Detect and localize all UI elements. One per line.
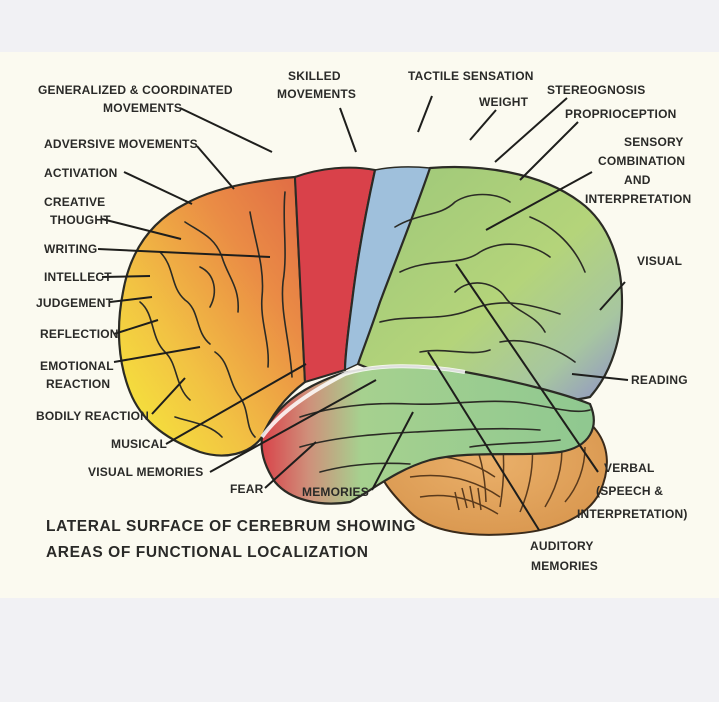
caption-line1: LATERAL SURFACE OF CEREBRUM SHOWING [46,518,416,535]
label-generalized-line2: MOVEMENTS [103,101,182,115]
label-reading: READING [631,373,688,387]
label-fear: FEAR [230,482,264,496]
diagram-card: GENERALIZED & COORDINATED MOVEMENTS SKIL… [0,52,719,598]
label-auditory-line1: AUDITORY [530,539,594,553]
label-visual: VISUAL [637,254,682,268]
label-intellect: INTELLECT [44,270,112,284]
caption-line2: AREAS OF FUNCTIONAL LOCALIZATION [46,544,369,561]
label-weight: WEIGHT [479,95,529,109]
label-generalized-line1: GENERALIZED & COORDINATED [38,83,233,97]
label-reflection: REFLECTION [40,327,119,341]
label-judgement: JUDGEMENT [36,296,114,310]
label-sensory-line3: AND [624,173,651,187]
label-emotional-line1: EMOTIONAL [40,359,114,373]
frontal-lobe [117,175,307,457]
brain-gyri [139,191,591,473]
label-skilled-line2: MOVEMENTS [277,87,356,101]
label-creative-line2: THOUGHT [50,213,111,227]
label-verbal-line1: VERBAL [604,461,655,475]
label-memories: MEMORIES [302,485,369,499]
label-tactile-sensation: TACTILE SENSATION [408,69,534,83]
label-musical: MUSICAL [111,437,167,451]
lateral-fissure [260,364,466,439]
label-verbal-line2: (SPEECH & [596,484,663,498]
label-creative-line1: CREATIVE [44,195,105,209]
label-sensory-line4: INTERPRETATION [585,192,691,206]
label-activation: ACTIVATION [44,166,118,180]
label-visual-memories: VISUAL MEMORIES [88,465,203,479]
area-labels: GENERALIZED & COORDINATED MOVEMENTS SKIL… [36,69,691,573]
leader-lines [97,95,629,531]
label-writing: WRITING [44,242,97,256]
label-bodily-reaction: BODILY REACTION [36,409,149,423]
label-auditory-line2: MEMORIES [531,559,598,573]
label-proprioception: PROPRIOCEPTION [565,107,676,121]
brain-illustration [117,165,624,536]
label-stereognosis: STEREOGNOSIS [547,83,645,97]
label-emotional-line2: REACTION [46,377,110,391]
central-sulcus [343,169,377,371]
label-skilled-line1: SKILLED [288,69,341,83]
label-verbal-line3: INTERPRETATION) [577,507,688,521]
diagram-caption: LATERAL SURFACE OF CEREBRUM SHOWING AREA… [46,518,416,561]
label-sensory-line2: COMBINATION [598,154,685,168]
label-adversive-movements: ADVERSIVE MOVEMENTS [44,137,198,151]
brain-diagram: GENERALIZED & COORDINATED MOVEMENTS SKIL… [36,69,691,573]
label-sensory-line1: SENSORY [624,135,684,149]
